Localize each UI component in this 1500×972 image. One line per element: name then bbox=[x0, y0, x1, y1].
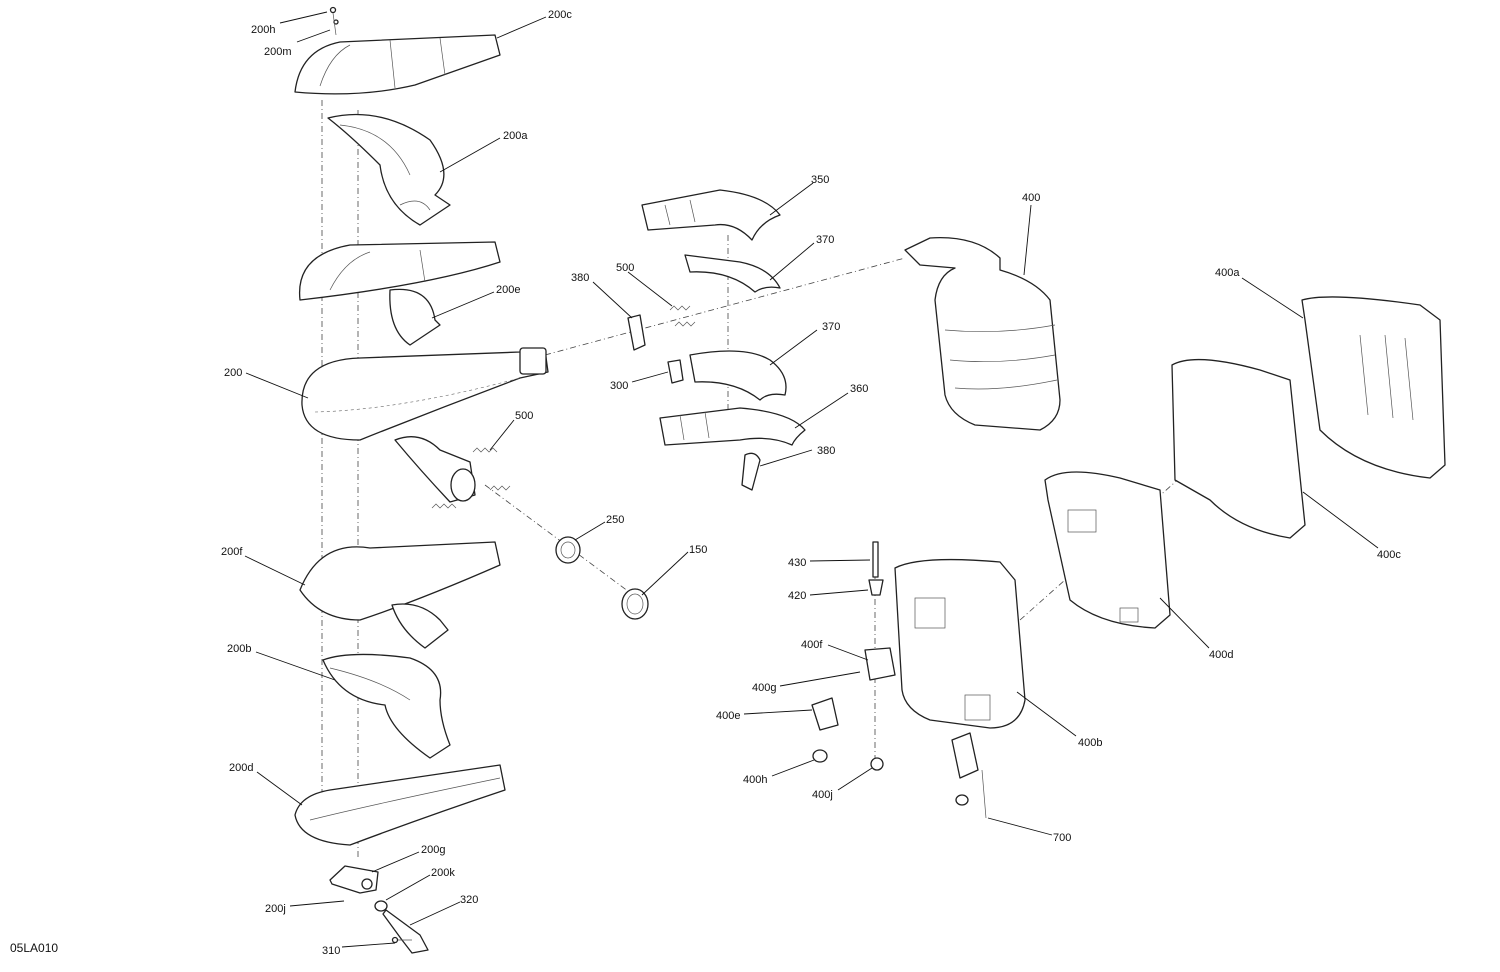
part-200d-lower-shield bbox=[294, 764, 506, 846]
callout-200m: 200m bbox=[264, 46, 292, 58]
part-250-gasket bbox=[555, 536, 581, 564]
callout-400c: 400c bbox=[1377, 549, 1401, 561]
part-200a-shield bbox=[327, 113, 451, 226]
part-400f-bracket bbox=[864, 647, 896, 681]
part-400e-bracket bbox=[811, 697, 839, 731]
callout-200h: 200h bbox=[251, 24, 275, 36]
callout-420: 420 bbox=[788, 590, 806, 602]
callout-500-middle: 500 bbox=[616, 262, 634, 274]
callout-700: 700 bbox=[1053, 832, 1071, 844]
part-370-pipe-upper bbox=[684, 254, 781, 293]
callout-400e: 400e bbox=[716, 710, 740, 722]
callout-430: 430 bbox=[788, 557, 806, 569]
callout-200f: 200f bbox=[221, 546, 243, 558]
part-360-pipe bbox=[659, 407, 806, 446]
part-500-springs-left bbox=[431, 447, 511, 509]
callout-200: 200 bbox=[224, 367, 242, 379]
callout-200j: 200j bbox=[265, 903, 286, 915]
part-380-clamp-lower bbox=[741, 452, 761, 491]
callout-310: 310 bbox=[322, 945, 340, 957]
part-200e-shield bbox=[298, 241, 501, 346]
part-200-expansion-chamber bbox=[301, 347, 549, 503]
part-200k-bushing bbox=[374, 900, 388, 912]
callout-400j: 400j bbox=[812, 789, 833, 801]
callout-400: 400 bbox=[1022, 192, 1040, 204]
part-400j-grommet bbox=[870, 757, 884, 771]
callout-300: 300 bbox=[610, 380, 628, 392]
callout-200b: 200b bbox=[227, 643, 251, 655]
part-400c-heat-shield bbox=[1171, 358, 1306, 539]
part-700-sensor bbox=[951, 732, 987, 819]
part-200g-bracket bbox=[329, 865, 379, 894]
callout-200d: 200d bbox=[229, 762, 253, 774]
callout-400g: 400g bbox=[752, 682, 776, 694]
callout-250: 250 bbox=[606, 514, 624, 526]
part-500-springs-middle bbox=[669, 305, 696, 327]
callout-500-left: 500 bbox=[515, 410, 533, 422]
callout-200a: 200a bbox=[503, 130, 528, 142]
part-320-bracket bbox=[382, 909, 429, 954]
callout-320: 320 bbox=[460, 894, 478, 906]
part-370-pipe-lower bbox=[689, 350, 787, 401]
callout-370-upper: 370 bbox=[816, 234, 834, 246]
part-350-pipe bbox=[641, 189, 781, 241]
callout-400d: 400d bbox=[1209, 649, 1233, 661]
callout-200e: 200e bbox=[496, 284, 520, 296]
callout-400f: 400f bbox=[801, 639, 823, 651]
part-400b-muffler-body bbox=[894, 558, 1026, 729]
leader-lines bbox=[244, 11, 1379, 948]
callout-360: 360 bbox=[850, 383, 868, 395]
callout-labels: 200h 200m 200c 200a 200e 200 500 250 150… bbox=[221, 9, 1401, 957]
callout-200k: 200k bbox=[431, 867, 455, 879]
part-200c-upper-shield bbox=[294, 34, 501, 95]
callout-200g: 200g bbox=[421, 844, 445, 856]
callout-400a: 400a bbox=[1215, 267, 1240, 279]
part-400h-grommet bbox=[812, 749, 828, 763]
callout-400b: 400b bbox=[1078, 737, 1102, 749]
part-150-gasket bbox=[621, 588, 649, 620]
part-200b-shield bbox=[322, 653, 451, 759]
part-430-bolt bbox=[872, 541, 879, 578]
part-400-muffler bbox=[904, 237, 1061, 431]
part-400d-heat-shield bbox=[1044, 471, 1171, 629]
part-310-screw bbox=[391, 936, 412, 944]
part-400a-heat-shield bbox=[1301, 296, 1446, 479]
callout-350: 350 bbox=[811, 174, 829, 186]
part-420-damper bbox=[868, 579, 884, 596]
callout-150: 150 bbox=[689, 544, 707, 556]
part-200h-200m-fasteners bbox=[329, 6, 339, 36]
callout-380-upper: 380 bbox=[571, 272, 589, 284]
part-380-clamp-upper bbox=[627, 314, 646, 351]
callout-370-lower: 370 bbox=[822, 321, 840, 333]
part-200f-shield bbox=[299, 541, 501, 649]
callout-400h: 400h bbox=[743, 774, 767, 786]
callout-200c: 200c bbox=[548, 9, 572, 21]
part-300-clamp bbox=[667, 359, 684, 384]
callout-380-lower: 380 bbox=[817, 445, 835, 457]
diagram-reference-code: 05LA010 bbox=[10, 941, 58, 955]
